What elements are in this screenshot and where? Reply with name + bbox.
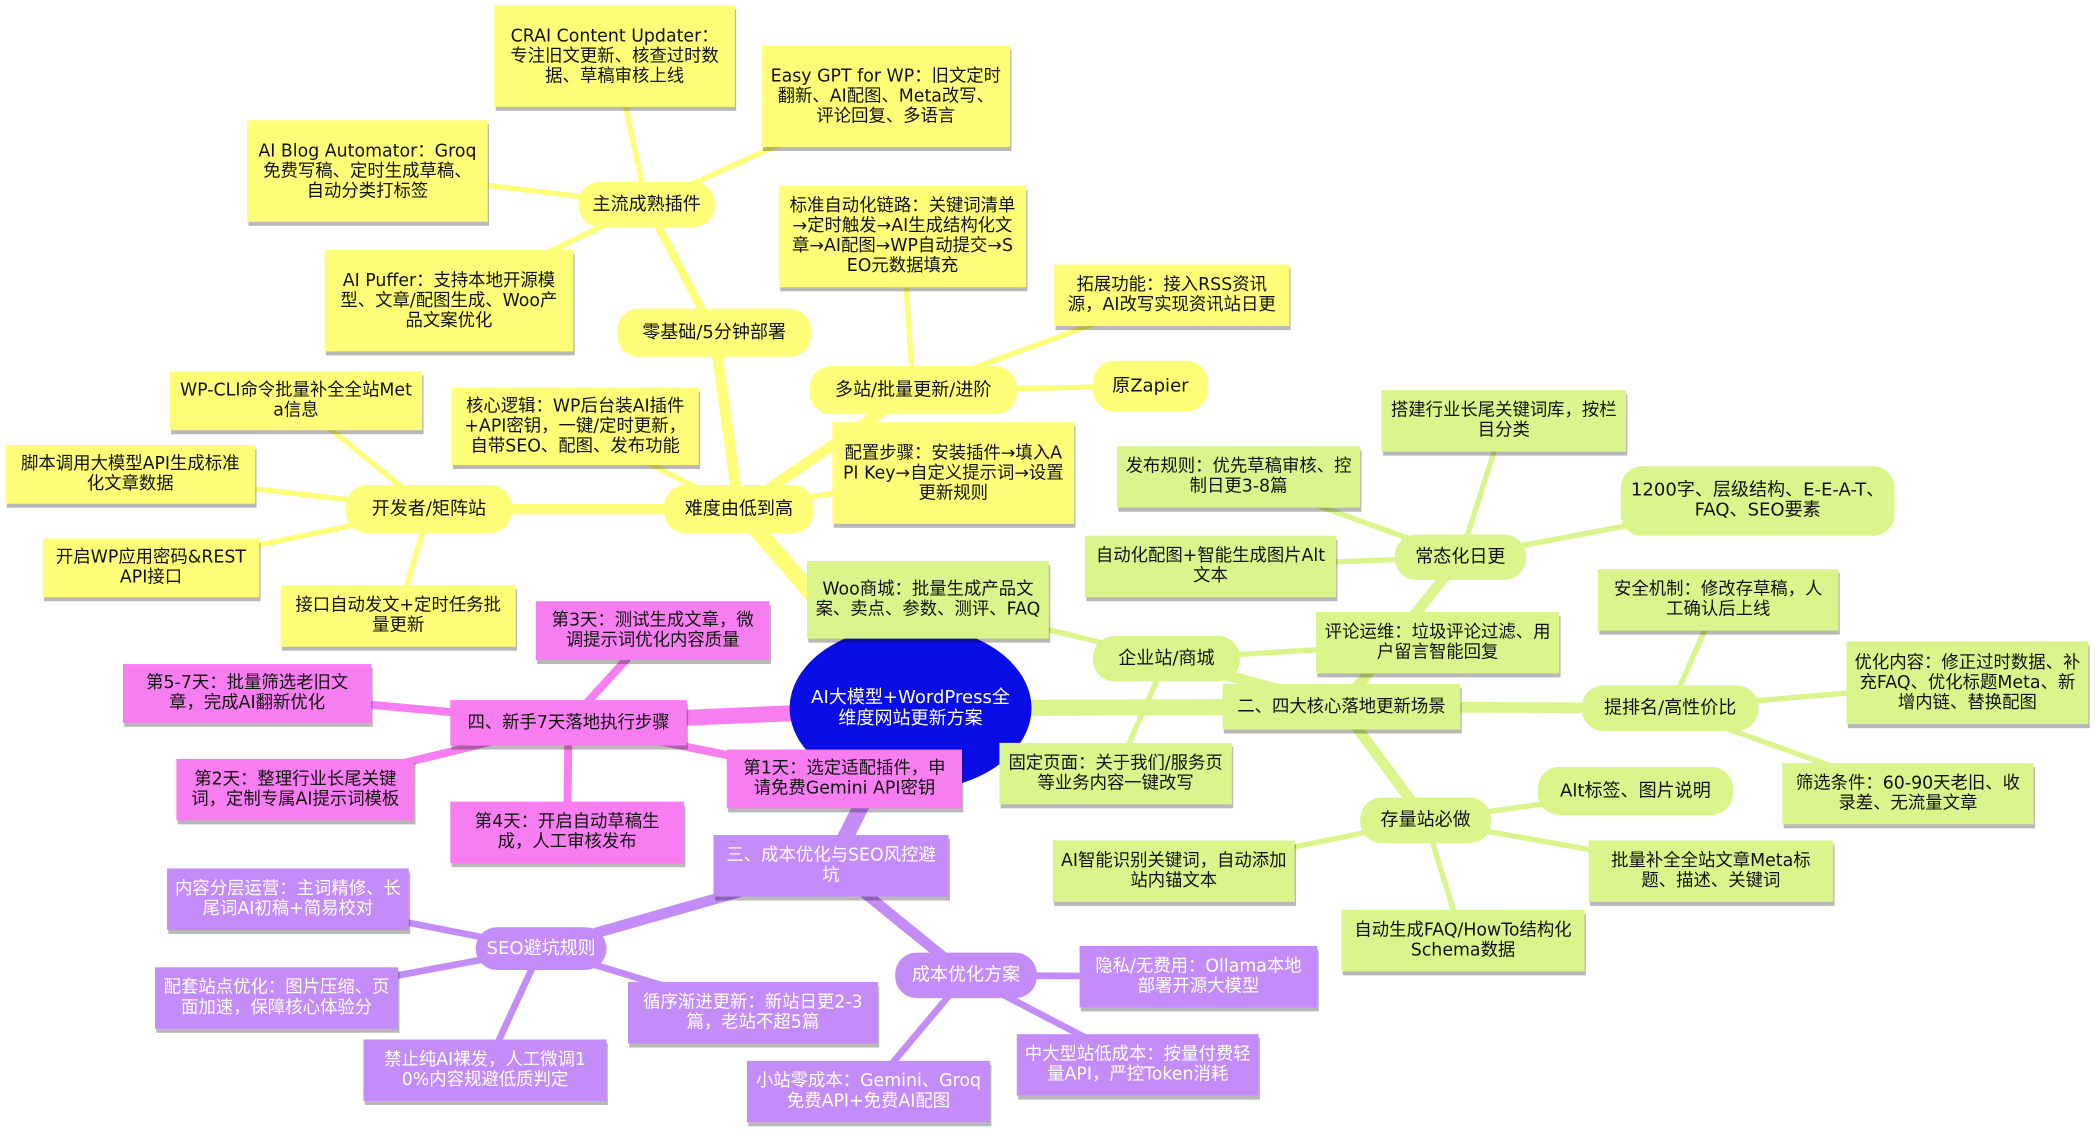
- node-api-publish[interactable]: 接口自动发文+定时任务批量更新: [280, 585, 516, 647]
- node-private-ollama[interactable]: 隐私/无费用：Ollama本地部署开源大模型: [1079, 945, 1318, 1008]
- node-seo-rules[interactable]: SEO避坑规则: [475, 927, 607, 971]
- node-multi-site[interactable]: 多站/批量更新/进阶: [809, 366, 1017, 415]
- node-keyword-library[interactable]: 搭建行业长尾关键词库，按栏目分类: [1381, 390, 1627, 452]
- node-ai-blog-automator[interactable]: AI Blog Automator：Groq免费写稿、定时生成草稿、自动分类打标…: [247, 120, 488, 222]
- node-faq-schema[interactable]: 自动生成FAQ/HowTo结构化Schema数据: [1341, 909, 1585, 972]
- node-mid-large-site[interactable]: 中大型站低成本：按量付费轻量API，严控Token消耗: [1016, 1034, 1259, 1096]
- node-filter-conditions[interactable]: 筛选条件：60-90天老旧、收录差、无流量文章: [1782, 762, 2034, 825]
- node-publish-rules[interactable]: 发布规则：优先草稿审核、控制日更3-8篇: [1116, 446, 1361, 508]
- node-site-optimization[interactable]: 配套站点优化：图片压缩、页面加速，保障核心体验分: [154, 967, 399, 1029]
- node-crai-updater[interactable]: CRAI Content Updater：专注旧文更新、核查过时数据、草稿审核上…: [494, 5, 735, 107]
- node-day-2[interactable]: 第2天：整理行业长尾关键词，定制专属AI提示词模板: [176, 758, 415, 821]
- node-1200-words[interactable]: 1200字、层级结构、E-E-A-T、FAQ、SEO要素: [1620, 466, 1895, 536]
- node-alt-tags[interactable]: Alt标签、图片说明: [1537, 766, 1733, 816]
- node-developer[interactable]: 开发者/矩阵站: [346, 485, 512, 534]
- node-no-raw-ai[interactable]: 禁止纯AI裸发，人工微调10%内容规避低质判定: [363, 1039, 607, 1101]
- node-day-5-7[interactable]: 第5-7天：批量筛选老旧文章，完成AI翻新优化: [122, 664, 372, 723]
- node-daily-update[interactable]: 常态化日更: [1394, 534, 1526, 580]
- node-day-4[interactable]: 第4天：开启自动草稿生成，人工审核发布: [450, 801, 685, 864]
- node-auto-image-alt[interactable]: 自动化配图+智能生成图片Alt文本: [1084, 535, 1337, 598]
- node-difficulty[interactable]: 难度由低到高: [664, 485, 814, 534]
- connector-y_difficulty-y_zero: [708, 327, 745, 515]
- node-cost-seo-risk[interactable]: 三、成本优化与SEO风控避坑: [713, 835, 949, 897]
- node-safety-mechanism[interactable]: 安全机制：修改存草稿，人工确认后上线: [1597, 569, 1839, 631]
- node-woo-shop[interactable]: Woo商城：批量生成产品文案、卖点、参数、测评、FAQ: [807, 561, 1049, 639]
- node-fixed-pages[interactable]: 固定页面：关于我们/服务页等业务内容一键改写: [999, 742, 1232, 805]
- node-ai-puffer[interactable]: AI Puffer：支持本地开源模型、文章/配图生成、Woo产品文案优化: [324, 249, 574, 352]
- node-enterprise-shop[interactable]: 企业站/商城: [1092, 635, 1240, 682]
- node-stock-site[interactable]: 存量站必做: [1360, 797, 1492, 844]
- node-mainstream-plugins[interactable]: 主流成熟插件: [578, 181, 715, 228]
- node-config-steps[interactable]: 配置步骤：安装插件→填入API Key→自定义提示词→设置更新规则: [832, 422, 1075, 524]
- node-script-api[interactable]: 脚本调用大模型API生成标准化文章数据: [5, 444, 256, 504]
- node-gradual-update[interactable]: 循序渐进更新：新站日更2-3篇，老站不超5篇: [627, 982, 878, 1044]
- node-auto-anchor[interactable]: AI智能识别关键词，自动添加站内锚文本: [1052, 840, 1295, 902]
- node-rest-api[interactable]: 开启WP应用密码&REST API接口: [42, 538, 260, 598]
- node-batch-meta[interactable]: 批量补全全站文章Meta标题、描述、关键词: [1588, 840, 1834, 902]
- node-core-logic[interactable]: 核心逻辑：WP后台装AI插件+API密钥，一键/定时更新，自带SEO、配图、发布…: [451, 387, 699, 465]
- node-easy-gpt[interactable]: Easy GPT for WP：旧文定时翻新、AI配图、Meta改写、评论回复、…: [761, 45, 1011, 147]
- node-zero-basis[interactable]: 零基础/5分钟部署: [617, 308, 812, 357]
- node-cost-plan[interactable]: 成本优化方案: [895, 952, 1037, 999]
- node-automation-chain[interactable]: 标准自动化链路：关键词清单→定时触发→AI生成结构化文章→AI配图→WP自动提交…: [778, 185, 1027, 288]
- node-rank-boost[interactable]: 提排名/高性价比: [1581, 685, 1759, 731]
- node-small-site[interactable]: 小站零成本：Gemini、Groq免费API+免费AI配图: [746, 1060, 991, 1123]
- node-rss-extension[interactable]: 拓展功能：接入RSS资讯源，AI改写实现资讯站日更: [1054, 264, 1290, 327]
- node-optimize-content[interactable]: 优化内容：修正过时数据、补充FAQ、优化标题Meta、新增内链、替换配图: [1846, 641, 2089, 725]
- node-four-scenes[interactable]: 二、四大核心落地更新场景: [1222, 684, 1461, 730]
- node-content-layering[interactable]: 内容分层运营：主词精修、长尾词AI初稿+简易校对: [167, 868, 409, 930]
- node-zapier[interactable]: 原Zapier: [1092, 360, 1208, 412]
- node-day-1[interactable]: 第1天：选定适配插件，申请免费Gemini API密钥: [726, 749, 962, 809]
- node-wp-cli[interactable]: WP-CLI命令批量补全全站Meta信息: [169, 371, 423, 431]
- node-comment-ops[interactable]: 评论运维：垃圾评论过滤、用户留言智能回复: [1316, 611, 1560, 674]
- node-day-3[interactable]: 第3天：测试生成文章，微调提示词优化内容质量: [535, 601, 770, 661]
- node-seven-day-steps[interactable]: 四、新手7天落地执行步骤: [450, 700, 687, 746]
